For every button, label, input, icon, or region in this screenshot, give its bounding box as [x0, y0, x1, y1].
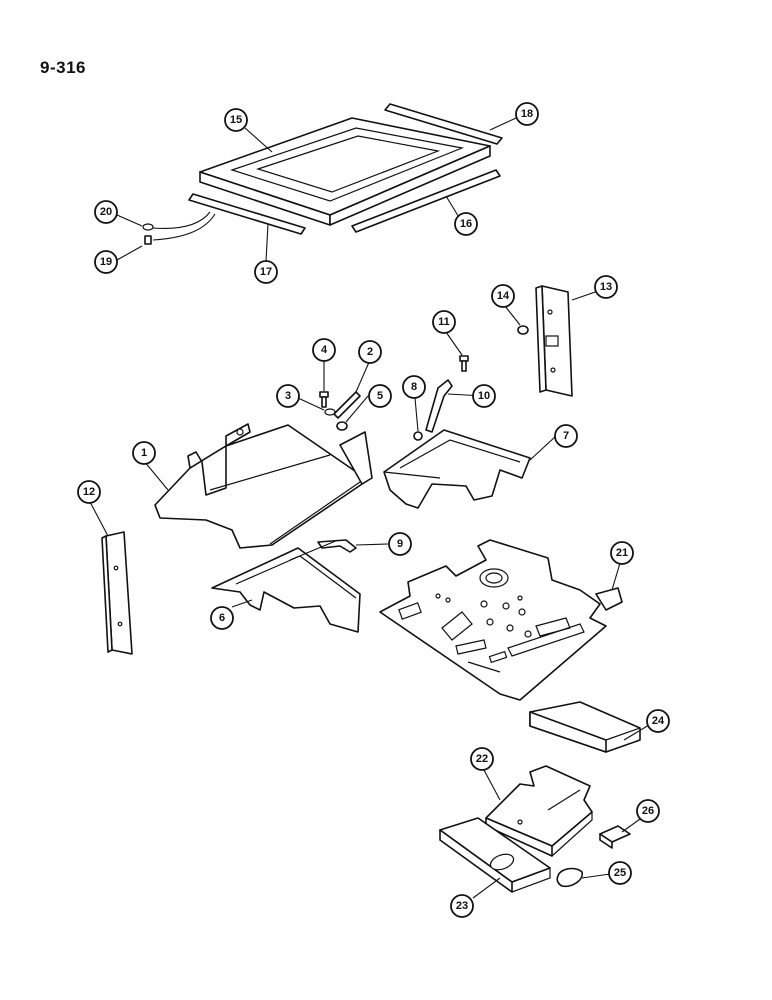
- callout-label: 2: [367, 346, 373, 358]
- part-10-bracket: [425, 379, 453, 433]
- callout-7: 7: [554, 424, 578, 448]
- callout-label: 23: [456, 900, 468, 912]
- callout-14: 14: [491, 284, 515, 308]
- callout-label: 11: [438, 316, 450, 328]
- callout-label: 18: [521, 108, 533, 120]
- callout-19: 19: [94, 250, 118, 274]
- callout-6: 6: [210, 606, 234, 630]
- callout-label: 24: [652, 715, 665, 727]
- part-9-clip: [317, 539, 357, 553]
- part-16-strip: [351, 169, 501, 233]
- part-1-floor-panel: [154, 423, 373, 549]
- callout-label: 3: [285, 390, 291, 402]
- callout-15: 15: [224, 108, 248, 132]
- callout-23: 23: [450, 894, 474, 918]
- callout-3: 3: [276, 384, 300, 408]
- leader-lines: [88, 117, 650, 899]
- callout-4: 4: [312, 338, 336, 362]
- callout-25: 25: [608, 861, 632, 885]
- callout-label: 7: [563, 430, 569, 442]
- callout-label: 22: [476, 753, 488, 765]
- callout-13: 13: [594, 275, 618, 299]
- part-13-side-panel: [535, 285, 573, 397]
- callout-22: 22: [470, 747, 494, 771]
- callout-12: 12: [77, 480, 101, 504]
- callout-label: 4: [321, 344, 328, 356]
- callout-5: 5: [368, 384, 392, 408]
- part-24-pad: [529, 701, 641, 753]
- part-11-bolt: [459, 355, 469, 372]
- callout-8: 8: [402, 375, 426, 399]
- part-6-sill: [211, 547, 361, 633]
- callout-label: 14: [497, 290, 510, 302]
- callout-26: 26: [636, 799, 660, 823]
- callout-label: 13: [600, 281, 612, 293]
- callout-label: 6: [219, 612, 225, 624]
- callout-9: 9: [388, 532, 412, 556]
- callout-18: 18: [515, 102, 539, 126]
- callout-label: 15: [230, 114, 242, 126]
- callout-21: 21: [610, 541, 634, 565]
- callout-16: 16: [454, 212, 478, 236]
- part-17-strip: [188, 193, 306, 235]
- callout-label: 16: [460, 218, 472, 230]
- part-22-pad: [485, 765, 593, 857]
- page-number: 9-316: [40, 58, 86, 77]
- part-12-side-board: [101, 531, 133, 655]
- part-25-grommet: [556, 867, 583, 888]
- callout-label: 9: [397, 538, 403, 550]
- callout-label: 12: [83, 486, 95, 498]
- part-19-20-fasteners: [142, 211, 216, 245]
- callout-label: 26: [642, 805, 654, 817]
- callout-20: 20: [94, 200, 118, 224]
- callout-label: 21: [616, 547, 628, 559]
- callout-17: 17: [254, 260, 278, 284]
- part-23-pad: [439, 817, 551, 893]
- callout-10: 10: [472, 384, 496, 408]
- callout-11: 11: [432, 310, 456, 334]
- callout-label: 20: [100, 206, 112, 218]
- callout-label: 19: [100, 256, 112, 268]
- callout-24: 24: [646, 709, 670, 733]
- callout-label: 17: [260, 266, 272, 278]
- callout-label: 8: [411, 381, 417, 393]
- callout-label: 1: [141, 447, 147, 459]
- part-18-strip: [384, 103, 503, 145]
- parts-2-5-hardware: [319, 391, 361, 431]
- part-7-sill: [383, 429, 531, 509]
- callout-1: 1: [132, 441, 156, 465]
- callout-label: 10: [478, 390, 490, 402]
- part-21-floor-mat: [379, 539, 623, 701]
- part-8-plug: [413, 431, 423, 441]
- part-14-plug: [517, 325, 529, 335]
- part-15-roof-panel: [199, 117, 491, 226]
- callout-2: 2: [358, 340, 382, 364]
- callout-label: 5: [377, 390, 383, 402]
- callout-label: 25: [614, 867, 626, 879]
